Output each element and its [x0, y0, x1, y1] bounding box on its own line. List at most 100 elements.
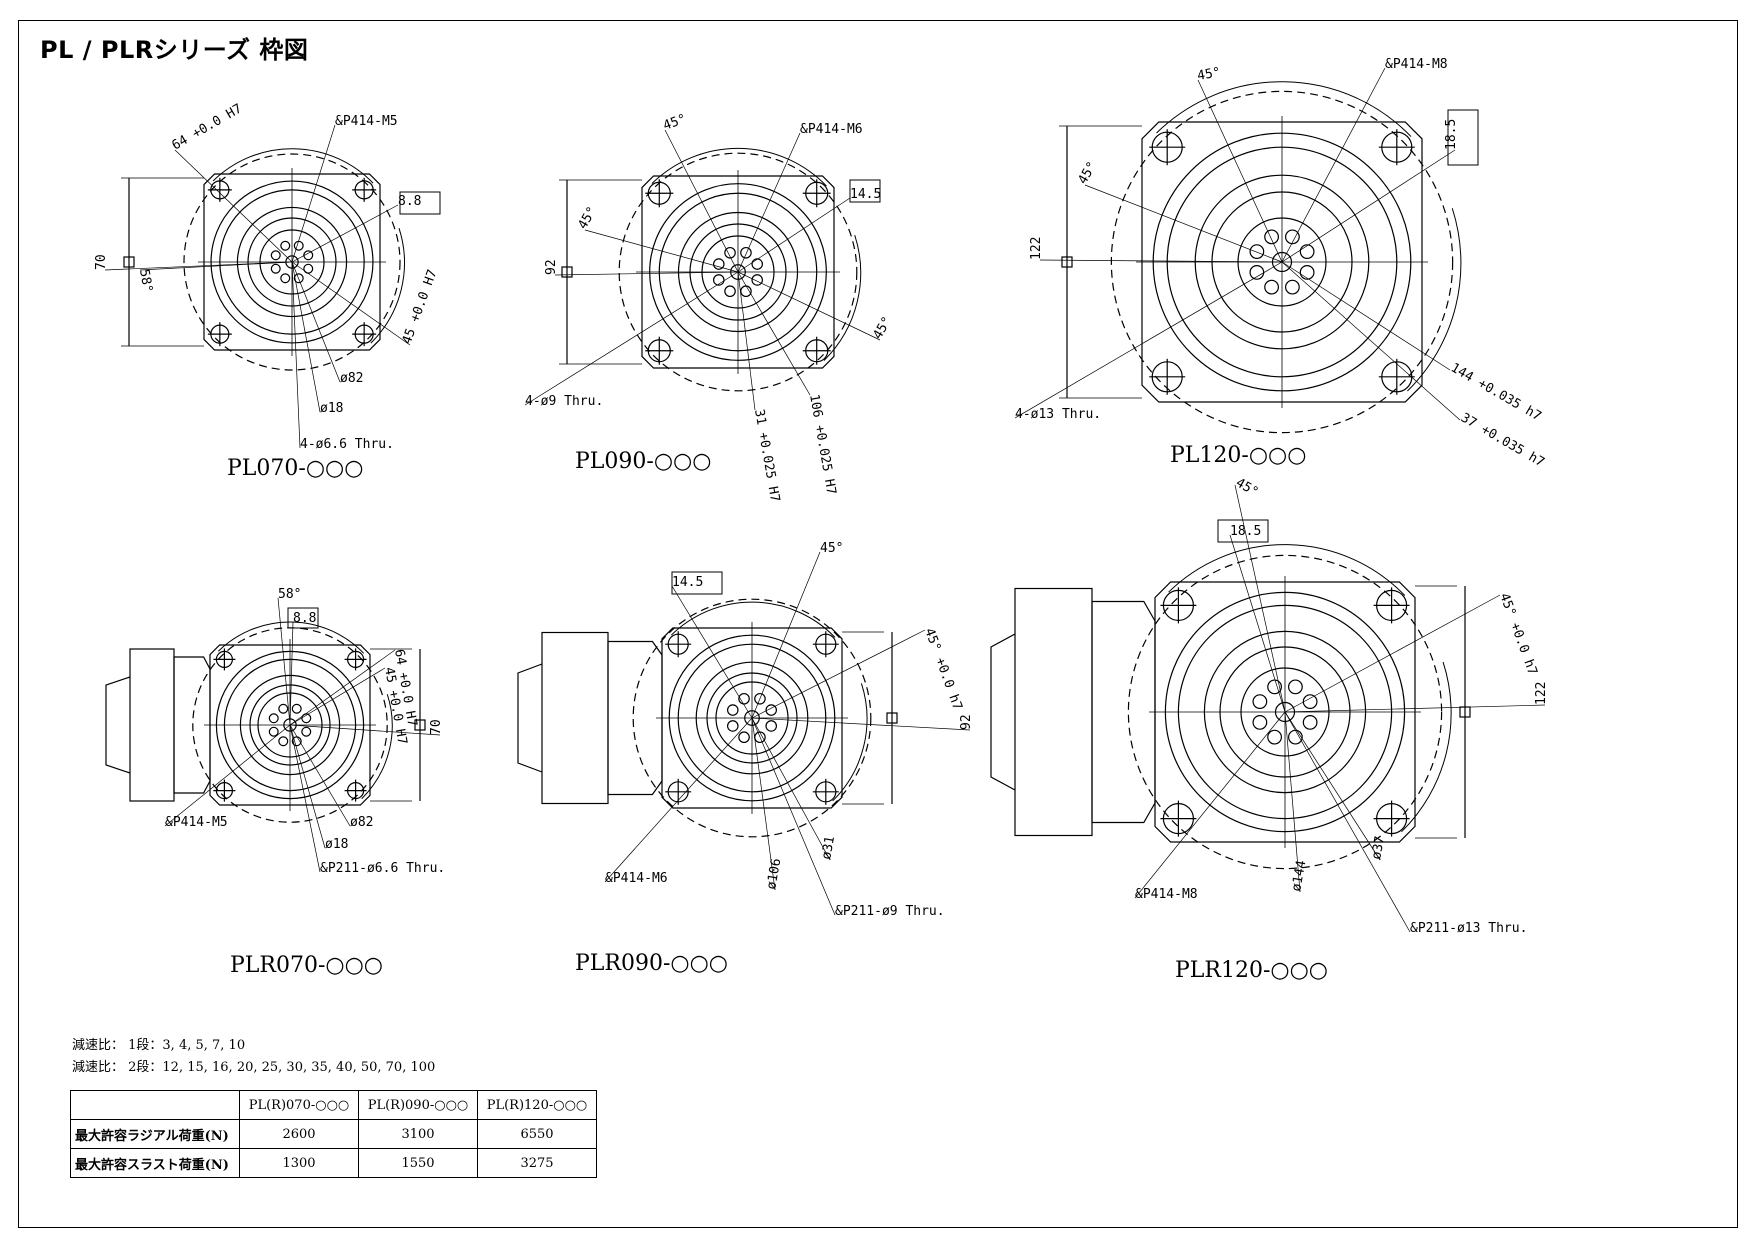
- pl090-view: [524, 129, 881, 411]
- pl090-label: 92: [544, 259, 559, 275]
- load-table: PL(R)070-○○○ PL(R)090-○○○ PL(R)120-○○○ 最…: [70, 1090, 597, 1178]
- shaft-tap-hole: [1267, 729, 1282, 745]
- shaft-tap-hole: [303, 263, 314, 274]
- leader-line: [289, 621, 294, 726]
- plr120-label: 18.5: [1230, 524, 1261, 539]
- plr090-label: ø106: [764, 857, 784, 890]
- shaft-tap-hole: [1249, 265, 1265, 280]
- leader-line: [1284, 711, 1381, 861]
- shaft-tap-hole: [1285, 229, 1300, 245]
- leader-line: [291, 261, 321, 413]
- shaft-tap-hole: [754, 692, 766, 705]
- dimension-box: [287, 607, 319, 629]
- adapter-body: [541, 631, 609, 805]
- motor-cap: [105, 676, 131, 774]
- leader-line: [751, 717, 971, 731]
- plr070-label: ø18: [325, 837, 348, 852]
- pl120-label: 45°: [1075, 159, 1100, 187]
- leader-line: [291, 261, 341, 383]
- angle-arc: [361, 694, 393, 800]
- dimension-box: [399, 191, 441, 215]
- shaft-tap-hole: [724, 246, 736, 259]
- plr120-name: PLR120-○○○: [1175, 958, 1328, 983]
- angle-arc: [1401, 661, 1452, 833]
- shaft-tap-hole: [278, 703, 289, 714]
- shaft-tap-hole: [270, 263, 281, 274]
- plr090-label: 45° +0.0 h7: [921, 626, 965, 712]
- shaft-tap-hole: [301, 726, 312, 737]
- angle-arc: [823, 234, 862, 361]
- leader-line: [1281, 67, 1386, 263]
- leader-line: [751, 717, 831, 861]
- angle-arc: [217, 621, 365, 654]
- table-header-row: PL(R)070-○○○ PL(R)090-○○○ PL(R)120-○○○: [70, 1090, 597, 1120]
- leader-line: [277, 597, 291, 726]
- leader-line: [554, 271, 739, 276]
- leader-line: [1197, 79, 1283, 263]
- plr120-label: ø144: [1289, 859, 1309, 893]
- angle-arc: [651, 147, 827, 187]
- leader-line: [174, 149, 293, 263]
- column-header: PL(R)090-○○○: [358, 1090, 478, 1120]
- plr070-view: [105, 597, 441, 873]
- leader-line: [584, 229, 739, 273]
- leader-line: [664, 129, 739, 273]
- column-header: PL(R)070-○○○: [239, 1090, 359, 1120]
- pl120-label: 122: [1029, 237, 1044, 260]
- plr070-label: &P211-ø6.6 Thru.: [320, 861, 445, 876]
- pl120-view: [1014, 67, 1462, 434]
- row-label: 最大許容スラスト荷重(N): [70, 1148, 240, 1178]
- column-header: PL(R)120-○○○: [477, 1090, 597, 1120]
- pcd-circle: [618, 152, 858, 392]
- leader-line: [737, 271, 811, 396]
- leader-line: [737, 271, 881, 341]
- plr120-label: ø37: [1369, 835, 1388, 861]
- leader-line: [289, 724, 351, 827]
- shaft-tap-hole: [726, 704, 739, 716]
- pl070-view: [104, 124, 411, 449]
- leader-line: [604, 717, 753, 883]
- shaft-tap-hole: [765, 704, 778, 716]
- pl090-label: 4-ø9 Thru.: [525, 394, 603, 409]
- leader-line: [1134, 711, 1286, 899]
- leader-line: [1281, 261, 1451, 371]
- pl070-label: 8.8: [398, 194, 421, 209]
- shaft-tap-hole: [712, 274, 725, 286]
- dimension-box: [849, 179, 881, 203]
- leader-line: [737, 197, 851, 273]
- shaft-tap-hole: [1285, 279, 1300, 295]
- pcd-circle: [183, 153, 401, 371]
- shaft-tap-hole: [1288, 729, 1303, 745]
- leader-line: [1234, 484, 1286, 713]
- pl090-label: 31 +0.025 H7: [751, 408, 782, 503]
- leader-line: [291, 261, 301, 449]
- leader-line: [164, 724, 291, 827]
- leader-line: [139, 261, 293, 271]
- plr090-label: 92: [959, 714, 974, 730]
- shaft-tap-hole: [268, 726, 279, 737]
- shaft-tap-hole: [1267, 679, 1282, 695]
- pl070-label: 45 +0.0 H7: [400, 268, 441, 347]
- adapter-neck: [607, 640, 663, 796]
- plr070-label: 8.8: [293, 611, 316, 626]
- leader-line: [1084, 184, 1283, 263]
- pl120-label: &P414-M8: [1385, 57, 1448, 72]
- leader-line: [1284, 594, 1501, 713]
- plr070-label: 58°: [278, 587, 301, 602]
- plr090-label: ø31: [819, 835, 838, 861]
- shaft-tap-hole: [280, 240, 291, 251]
- leader-line: [737, 271, 756, 411]
- pl070-label: 4-ø6.6 Thru.: [300, 437, 394, 452]
- shaft-tap-hole: [270, 250, 281, 261]
- shaft-tap-hole: [1252, 694, 1268, 709]
- square-symbol: [561, 266, 573, 278]
- plr090-label: 45°: [820, 541, 843, 556]
- shaft-tap-hole: [1264, 279, 1279, 295]
- plr070-label: ø82: [350, 815, 373, 830]
- leader-line: [289, 649, 396, 726]
- pl070-label: 70: [94, 254, 109, 270]
- adapter-body: [1014, 587, 1093, 837]
- plr120-label: 122: [1534, 682, 1549, 705]
- pcd-circle: [632, 598, 872, 838]
- shaft-tap-hole: [1299, 244, 1315, 259]
